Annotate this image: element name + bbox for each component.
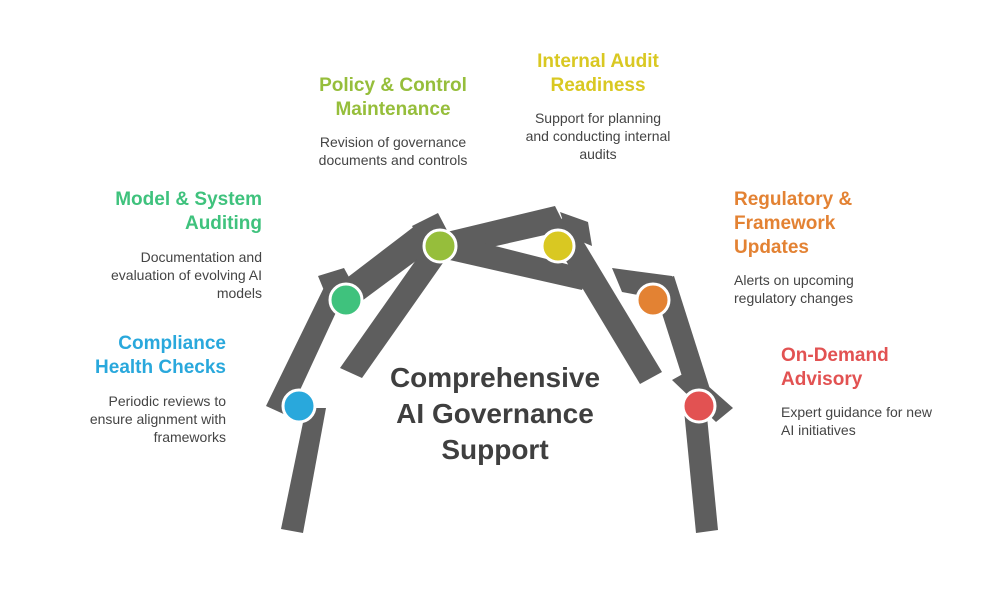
left-leg bbox=[281, 408, 326, 533]
item-policy-control-maintenance: Policy & Control Maintenance Revision of… bbox=[300, 74, 486, 169]
item-description: Periodic reviews to ensure alignment wit… bbox=[89, 393, 226, 445]
item-description: Alerts on upcoming regulatory changes bbox=[734, 272, 854, 306]
policy-node bbox=[422, 228, 458, 264]
item-internal-audit-readiness: Internal Audit Readiness Support for pla… bbox=[506, 50, 690, 163]
item-title: Policy & Control Maintenance bbox=[319, 75, 467, 120]
compliance-node bbox=[281, 388, 317, 424]
center-title: Comprehensive AI Governance Support bbox=[389, 362, 601, 465]
item-compliance-health-checks: Compliance Health Checks Periodic review… bbox=[60, 332, 226, 446]
item-description: Support for planning and conducting inte… bbox=[525, 110, 671, 162]
auditing-node bbox=[328, 282, 364, 318]
item-model-system-auditing: Model & System Auditing Documentation an… bbox=[80, 188, 262, 302]
item-title: Compliance Health Checks bbox=[95, 333, 226, 378]
item-description: Revision of governance documents and con… bbox=[318, 134, 468, 168]
right-leg bbox=[684, 406, 718, 533]
yellow-down-bar bbox=[545, 216, 662, 384]
advisory-node bbox=[681, 388, 717, 424]
item-description: Expert guidance for new AI initiatives bbox=[781, 404, 932, 438]
right-top-wedge bbox=[560, 212, 592, 246]
audit-readiness-node bbox=[540, 228, 576, 264]
item-on-demand-advisory: On-Demand Advisory Expert guidance for n… bbox=[781, 344, 961, 439]
item-title: Internal Audit Readiness bbox=[537, 51, 659, 96]
item-title: Model & System Auditing bbox=[115, 189, 262, 234]
item-regulatory-framework-updates: Regulatory & Framework Updates Alerts on… bbox=[734, 188, 904, 307]
left-outer-bar bbox=[266, 273, 351, 416]
lime-down-bar bbox=[340, 240, 452, 378]
regulatory-node bbox=[635, 282, 671, 318]
item-title: On-Demand Advisory bbox=[781, 345, 889, 390]
item-description: Documentation and evaluation of evolving… bbox=[111, 249, 262, 301]
top-bar-right bbox=[432, 232, 590, 290]
item-title: Regulatory & Framework Updates bbox=[734, 189, 853, 258]
